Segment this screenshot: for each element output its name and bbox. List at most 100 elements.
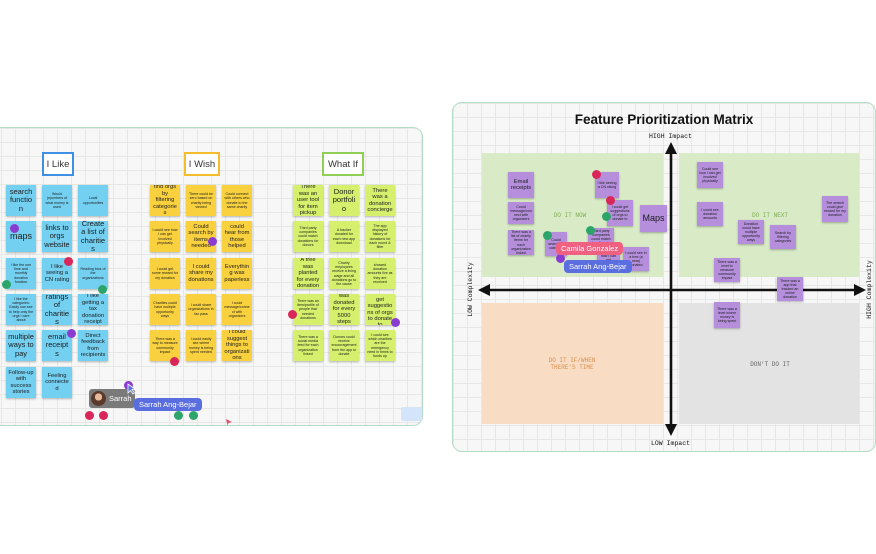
axis-label-high-complexity: HIGH Complexity	[865, 260, 873, 319]
header-i-wish: I Wish	[184, 152, 220, 176]
collaborator-dot	[10, 224, 19, 233]
sticky-note[interactable]: Could search by items needed	[186, 221, 216, 252]
collaborator-dot	[543, 231, 552, 240]
sticky-note[interactable]: I could easily see where money is being …	[186, 330, 216, 361]
sticky-note[interactable]: There was an user tool for item pickup	[293, 185, 323, 216]
quadrant-do-it-if-when	[482, 303, 663, 424]
sticky-note[interactable]: could hear from those helped	[222, 221, 252, 252]
collaborator-dot	[99, 411, 108, 420]
sticky-note[interactable]: I like the one time and monthly donation…	[6, 258, 36, 289]
collaborator-dot	[556, 254, 565, 263]
sticky-note[interactable]: I could get some reward for my donation	[150, 258, 180, 289]
collaborator-dot	[2, 280, 11, 289]
sticky-note[interactable]: A tree was planted for every donation	[293, 258, 323, 289]
sticky-note[interactable]: There was a list of charity items for ea…	[508, 230, 534, 255]
cursor-sarrah-left: Sarrah Ang-Bejar	[134, 398, 202, 411]
sticky-note[interactable]: maps	[6, 221, 36, 252]
sticky-note[interactable]: Email receipts	[508, 172, 534, 198]
sticky-note[interactable]: The search could give reward for my dona…	[822, 196, 848, 222]
axis-label-high-impact: HIGH Impact	[649, 133, 692, 140]
collaborator-dot	[85, 411, 94, 420]
sticky-note[interactable]: I could suggest things to organizations	[222, 330, 252, 361]
header-what-if: What If	[322, 152, 364, 176]
collaborator-dot	[391, 318, 400, 327]
matrix-title: Feature Prioritization Matrix	[574, 112, 754, 127]
sticky-note[interactable]: search function	[6, 185, 36, 216]
sticky-note[interactable]: multiple ways to pay	[6, 330, 36, 361]
sticky-note[interactable]: I could see how I can get involved physi…	[150, 221, 180, 252]
sticky-note[interactable]: There was a level where money is being s…	[714, 302, 740, 328]
sticky-note[interactable]: I could share my donations	[186, 258, 216, 289]
avatar-chip[interactable]: Sarrah	[89, 389, 135, 408]
label-do-it-next: DO IT NEXT	[751, 212, 788, 219]
collaborator-dot	[606, 196, 615, 205]
sticky-note[interactable]: Donors could receive encouragement from …	[329, 330, 359, 361]
sticky-note[interactable]: I like getting a tax donation receipt	[78, 294, 108, 325]
collaborator-dot	[288, 310, 297, 319]
sticky-note[interactable]: I could share organizations in tax pass	[186, 294, 216, 325]
header-i-like: I Like	[42, 152, 74, 176]
sticky-note[interactable]: Donation could have multiple opportunity…	[738, 220, 764, 244]
collaborator-dot	[189, 411, 198, 420]
collaborator-dot	[208, 237, 217, 246]
collaborator-dot	[592, 170, 601, 179]
sticky-note[interactable]: Follow-up with success stories	[6, 367, 36, 398]
sticky-note[interactable]: There was a donation concierge	[365, 185, 395, 216]
sticky-note[interactable]: There was a way to measure community imp…	[150, 330, 180, 361]
label-dont-do-it: DON'T DO IT	[750, 361, 790, 368]
matrix-axes	[478, 142, 866, 436]
sticky-note[interactable]: Everything was paperless	[222, 258, 252, 289]
quadrant-dont-do-it	[679, 303, 859, 424]
axis-label-low-impact: LOW Impact	[651, 440, 691, 447]
minimap-thumbnail[interactable]	[401, 407, 422, 421]
collaborator-dot	[602, 212, 611, 221]
sticky-note[interactable]: A dollar was donated for every 5000 step…	[329, 294, 359, 325]
sticky-note[interactable]: I could get suggestions of orgs to donat…	[365, 294, 395, 325]
avatar-name: Sarrah	[109, 394, 132, 403]
sticky-note[interactable]: showed donation amounts live as they are…	[365, 258, 395, 289]
sticky-note[interactable]: The app displayed history of donations f…	[365, 221, 395, 252]
avatar	[91, 391, 106, 406]
sticky-note[interactable]: There could be zero based on charity bei…	[186, 185, 216, 216]
sticky-note[interactable]: Third party companies could match donati…	[293, 221, 323, 252]
sticky-note[interactable]: Could see how I can get involved physica…	[697, 162, 723, 188]
cursor-sarrah-right: Sarrah Ang-Bejar	[564, 260, 632, 273]
collaborator-dot	[98, 285, 107, 294]
collaborator-dot	[170, 357, 179, 366]
sticky-note[interactable]: Charities could have multiple opportunit…	[150, 294, 180, 325]
sticky-note[interactable]: ratings of charities	[42, 294, 72, 325]
cursor-pointer-icon	[127, 383, 137, 395]
sticky-note[interactable]: I could see donation amounts	[697, 202, 723, 226]
sticky-note[interactable]: There was a level to measure community i…	[714, 258, 740, 282]
collaborator-dot	[586, 226, 595, 235]
sticky-note[interactable]: I could message/connect with organizers	[222, 294, 252, 325]
axis-label-low-complexity: LOW Complexity	[466, 262, 474, 317]
collaborator-dot	[67, 329, 76, 338]
label-do-it-now: DO IT NOW	[553, 212, 587, 219]
sticky-note[interactable]: Donor portfolio	[329, 185, 359, 216]
sticky-note[interactable]: I could see which charities are the emer…	[365, 330, 395, 361]
collaborator-dot	[64, 257, 73, 266]
collaborator-dot	[174, 411, 183, 420]
sticky-note[interactable]: There was an item/profile of people that…	[293, 294, 323, 325]
sticky-note[interactable]: Direct feedback from recipients	[78, 330, 108, 361]
sticky-note[interactable]: Reading bios of the organizations	[78, 258, 108, 289]
cursor-arrow-icon	[226, 419, 232, 426]
sticky-note[interactable]: Feeling connected	[42, 367, 72, 398]
sticky-note[interactable]: There was a social media feed for each o…	[293, 330, 323, 361]
sticky-note[interactable]: Charity employees receive a living wage …	[329, 258, 359, 289]
sticky-note[interactable]: Create a list of charities	[78, 221, 108, 252]
sticky-note[interactable]: Search by filtering categories	[770, 225, 796, 249]
sticky-note[interactable]: There was a app that tracked an online d…	[777, 277, 803, 301]
sticky-note[interactable]: Would (n)umbers of what money is used	[42, 185, 72, 216]
sticky-note[interactable]: Could message/connect with organizers	[508, 202, 534, 224]
sticky-note[interactable]: A tracker donated for each new app downl…	[329, 221, 359, 252]
sticky-note[interactable]: Maps	[640, 205, 667, 232]
sticky-note[interactable]: Local opportunities	[78, 185, 108, 216]
sticky-note[interactable]: Could connect with others who donate to …	[222, 185, 252, 216]
label-do-it-if-when: DO IT IF/WHEN THERE'S TIME	[548, 357, 596, 371]
cursor-camila: Camila Gonzalez	[556, 242, 624, 255]
sticky-note[interactable]: links to orgs website	[42, 221, 72, 252]
sticky-note[interactable]: find orgs by filtering categories	[150, 185, 180, 216]
sticky-note[interactable]: I like the categories: Easily can see to…	[6, 294, 36, 325]
